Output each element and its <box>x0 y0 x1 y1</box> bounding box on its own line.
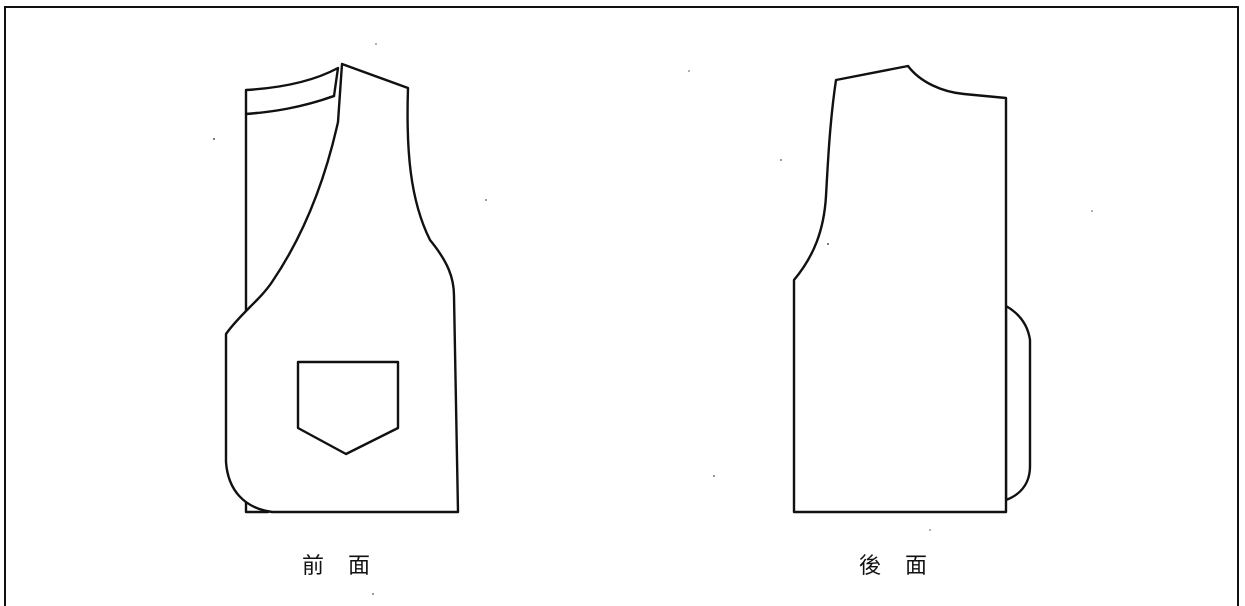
scan-specks <box>213 43 1093 595</box>
caption-front: 前面 <box>302 548 370 580</box>
front-pocket <box>296 360 400 456</box>
caption-front-char-1: 前 <box>302 554 325 579</box>
vest-front-view <box>224 62 460 514</box>
caption-back-char-1: 後 <box>859 554 882 579</box>
back-main-body <box>792 64 1008 514</box>
back-side-panel <box>1004 304 1032 502</box>
front-neckband <box>244 94 336 116</box>
front-main-body <box>224 62 460 514</box>
figure-frame <box>4 6 1239 606</box>
vest-back-view <box>792 64 1032 514</box>
caption-front-char-2: 面 <box>348 554 371 579</box>
caption-back: 後面 <box>859 548 927 580</box>
caption-back-char-2: 面 <box>905 554 928 579</box>
